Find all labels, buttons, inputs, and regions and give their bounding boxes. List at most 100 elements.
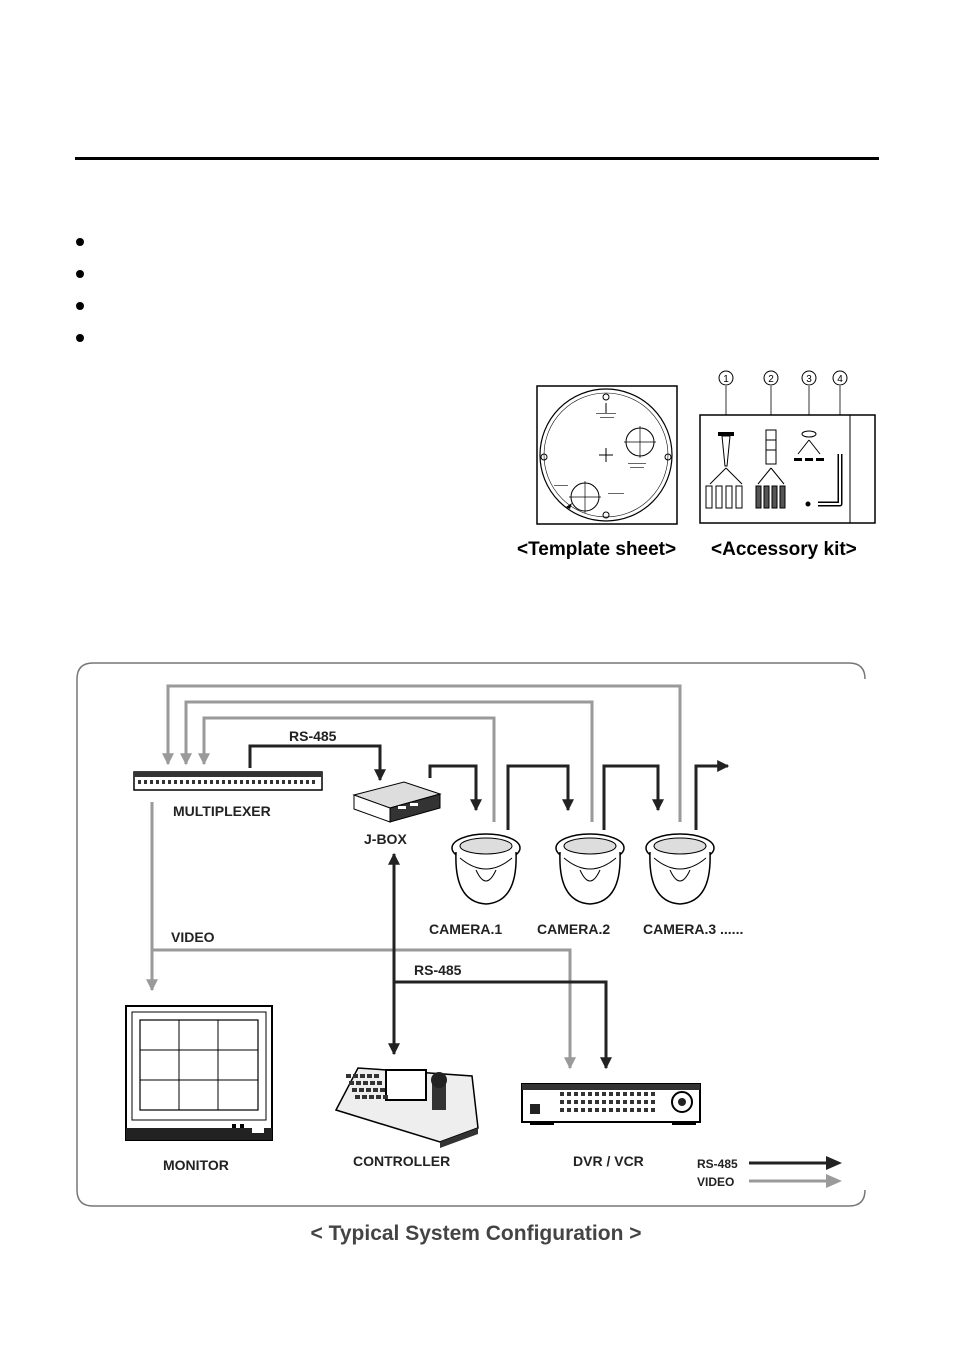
camera2-label: CAMERA.2 xyxy=(537,921,610,937)
accessory-kit-caption: <Accessory kit> xyxy=(711,539,857,560)
controller-key xyxy=(359,1088,364,1092)
mux-port xyxy=(288,780,291,784)
accessory-kit-figure: 1 2 3 4 xyxy=(699,370,876,524)
legend: RS-485 VIDEO xyxy=(697,1156,842,1189)
dvr-button xyxy=(630,1108,634,1112)
dvr-button xyxy=(637,1100,641,1104)
controller-key xyxy=(370,1081,375,1085)
dvr-button xyxy=(630,1092,634,1096)
dvr-button xyxy=(602,1100,606,1104)
mux-port xyxy=(246,780,249,784)
system-configuration-diagram: MULTIPLEXER J-BOX CAMERA.1 CAMERA.2 CAME… xyxy=(76,662,866,1245)
camera-1-device xyxy=(451,833,521,905)
dvr-button xyxy=(637,1092,641,1096)
dvr-button xyxy=(581,1100,585,1104)
dvr-button xyxy=(630,1100,634,1104)
dvr-button xyxy=(574,1100,578,1104)
mux-port xyxy=(270,780,273,784)
rs485-line-cam2-cam3 xyxy=(602,764,664,830)
bullet-dot xyxy=(76,270,84,278)
controller-label: CONTROLLER xyxy=(353,1153,450,1169)
controller-key xyxy=(369,1095,374,1099)
dvr-button xyxy=(623,1108,627,1112)
mux-port xyxy=(282,780,285,784)
camera1-label: CAMERA.1 xyxy=(429,921,502,937)
controller-key xyxy=(383,1095,388,1099)
mux-port xyxy=(276,780,279,784)
camera3-label: CAMERA.3 ...... xyxy=(643,921,743,937)
mux-port xyxy=(192,780,195,784)
dvr-button xyxy=(588,1100,592,1104)
dvr-button xyxy=(588,1108,592,1112)
template-sheet-figure xyxy=(536,385,678,525)
dvr-button xyxy=(616,1100,620,1104)
controller-key xyxy=(352,1088,357,1092)
camera-3-device xyxy=(645,833,715,905)
dvr-button xyxy=(567,1092,571,1096)
controller-key xyxy=(349,1081,354,1085)
mux-port xyxy=(252,780,255,784)
rs485-mid-label: RS-485 xyxy=(414,962,462,978)
video-line-dvr xyxy=(152,948,576,1070)
mux-port xyxy=(222,780,225,784)
mux-port xyxy=(240,780,243,784)
dvr-button xyxy=(616,1108,620,1112)
diagram-caption: < Typical System Configuration > xyxy=(310,1222,641,1245)
rs485-line-dvr xyxy=(394,980,612,1070)
jbox-label: J-BOX xyxy=(364,831,407,847)
dvr-button xyxy=(651,1108,655,1112)
dvr-button xyxy=(574,1092,578,1096)
bullet-dot xyxy=(76,302,84,310)
dvr-label: DVR / VCR xyxy=(573,1153,644,1169)
controller-key xyxy=(373,1088,378,1092)
controller-key xyxy=(346,1074,351,1078)
bullet-dot xyxy=(76,238,84,246)
controller-key xyxy=(353,1074,358,1078)
controller-key xyxy=(377,1081,382,1085)
controller-key xyxy=(376,1095,381,1099)
dvr-button xyxy=(581,1108,585,1112)
dvr-button xyxy=(637,1108,641,1112)
mux-port xyxy=(156,780,159,784)
mux-port xyxy=(174,780,177,784)
mux-port xyxy=(162,780,165,784)
rs485-top-label: RS-485 xyxy=(289,728,337,744)
accessory-number-2: 2 xyxy=(763,370,779,386)
section-divider xyxy=(75,157,879,160)
mux-port xyxy=(234,780,237,784)
svg-text:4: 4 xyxy=(837,374,843,385)
dvr-button xyxy=(595,1108,599,1112)
monitor-device xyxy=(125,1005,273,1141)
monitor-label: MONITOR xyxy=(163,1157,229,1173)
dvr-button xyxy=(581,1092,585,1096)
svg-text:3: 3 xyxy=(806,374,812,385)
accessory-number-3: 3 xyxy=(801,370,817,386)
dvr-button xyxy=(609,1108,613,1112)
mux-port xyxy=(144,780,147,784)
multiplexer-label: MULTIPLEXER xyxy=(173,803,271,819)
dvr-device xyxy=(521,1083,701,1125)
mux-port xyxy=(300,780,303,784)
screw-icon xyxy=(705,432,743,509)
controller-key xyxy=(355,1095,360,1099)
dvr-button xyxy=(560,1100,564,1104)
controller-key xyxy=(356,1081,361,1085)
mux-port xyxy=(186,780,189,784)
mux-port xyxy=(150,780,153,784)
legend-rs485-label: RS-485 xyxy=(697,1157,738,1171)
dvr-button xyxy=(595,1100,599,1104)
dvr-button xyxy=(567,1108,571,1112)
svg-text:1: 1 xyxy=(723,374,729,385)
mux-port xyxy=(294,780,297,784)
mux-port xyxy=(168,780,171,784)
dvr-button xyxy=(651,1100,655,1104)
legend-video-label: VIDEO xyxy=(697,1175,734,1189)
rs485-line-jbox-cam1 xyxy=(428,764,482,812)
mux-port xyxy=(204,780,207,784)
dvr-button xyxy=(574,1108,578,1112)
controller-key xyxy=(360,1074,365,1078)
video-line-camera3 xyxy=(162,684,682,822)
dvr-button xyxy=(623,1092,627,1096)
dvr-button xyxy=(651,1092,655,1096)
dvr-button xyxy=(567,1100,571,1104)
